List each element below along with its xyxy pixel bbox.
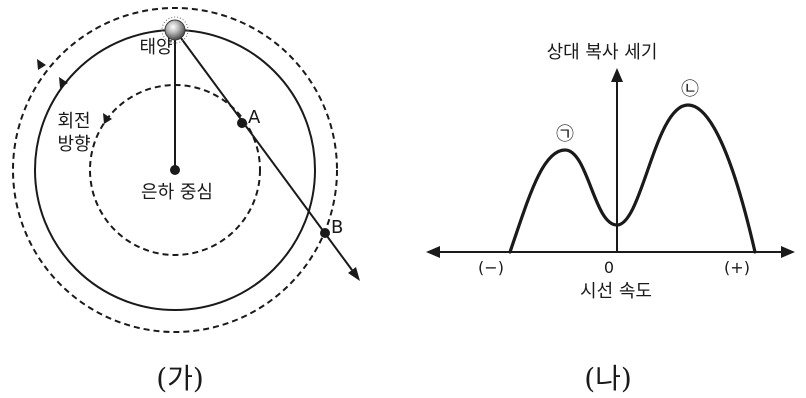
galactic-center-dot xyxy=(170,165,180,175)
rotation-arrow-outer xyxy=(37,59,46,70)
peak-2-label: ㉡ xyxy=(681,79,699,100)
panel-na-caption: (나) xyxy=(584,362,632,395)
y-axis-label: 상대 복사 세기 xyxy=(547,42,658,63)
x-axis-label: 시선 속도 xyxy=(580,281,652,302)
tick-zero: 0 xyxy=(604,258,614,277)
line-of-sight-arrowhead xyxy=(348,267,360,281)
point-a-label: A xyxy=(248,107,261,128)
sun-label: 태양 xyxy=(139,37,172,58)
x-axis-right-arrowhead xyxy=(781,246,795,258)
galactic-center-label: 은하 중심 xyxy=(141,182,213,203)
point-a-dot xyxy=(237,118,247,128)
tick-positive: (+) xyxy=(724,258,750,277)
rotation-label-2: 방향 xyxy=(57,134,90,155)
panel-ga-caption: (가) xyxy=(156,362,204,395)
x-axis-left-arrowhead xyxy=(426,246,440,258)
point-b-label: B xyxy=(331,217,343,238)
peak-1-label: ㉠ xyxy=(556,124,574,145)
intensity-curve xyxy=(510,105,755,252)
point-b-dot xyxy=(320,228,330,238)
y-axis-arrowhead xyxy=(611,68,623,82)
galaxy-diagram: 태양 회전 방향 은하 중심 A B (가) xyxy=(13,8,360,395)
rotation-label-1: 회전 xyxy=(57,111,90,132)
tick-negative: (−) xyxy=(478,258,504,277)
rotation-arrow-inner xyxy=(103,113,112,124)
intensity-graph: 상대 복사 세기 ㉠ ㉡ (−) 0 (+) 시선 속도 (나) xyxy=(426,42,795,395)
